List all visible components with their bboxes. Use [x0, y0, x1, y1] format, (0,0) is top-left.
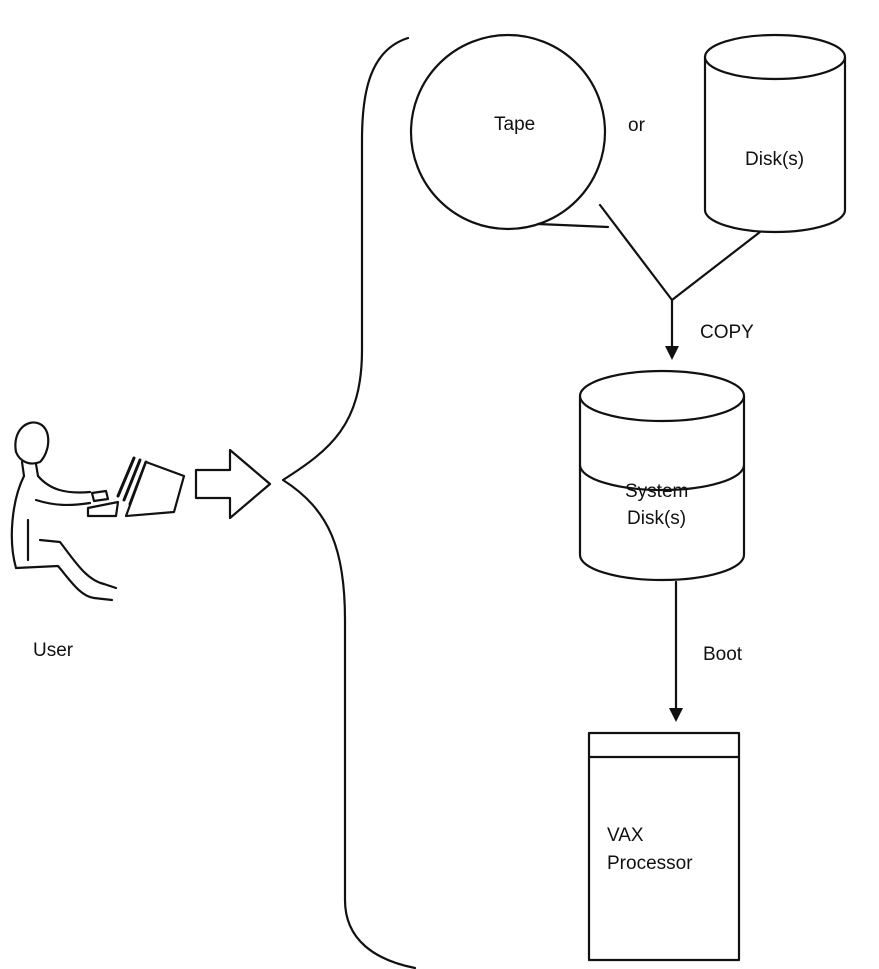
- user-label: User: [33, 640, 74, 661]
- cabinet-icon: [587, 731, 741, 962]
- system-disk-label-line2: Disk(s): [627, 508, 686, 529]
- vax-label-line1: VAX: [607, 825, 644, 846]
- curly-brace: [281, 36, 417, 969]
- boot-label: Boot: [703, 644, 743, 665]
- or-label: or: [628, 115, 646, 136]
- copy-connector: [598, 203, 762, 360]
- system-disk-icon: [578, 369, 746, 582]
- vax-label-line2: Processor: [607, 853, 693, 874]
- boot-arrow: [669, 580, 683, 722]
- tape-reel-icon: [409, 33, 610, 231]
- person-at-terminal-icon: [10, 421, 186, 602]
- disk-cylinder-icon: [703, 33, 847, 234]
- disk-label: Disk(s): [745, 149, 804, 170]
- tape-label: Tape: [494, 114, 535, 135]
- hollow-right-arrow-icon: [194, 448, 272, 520]
- copy-label: COPY: [700, 322, 754, 343]
- system-disk-label-line1: System: [625, 481, 688, 502]
